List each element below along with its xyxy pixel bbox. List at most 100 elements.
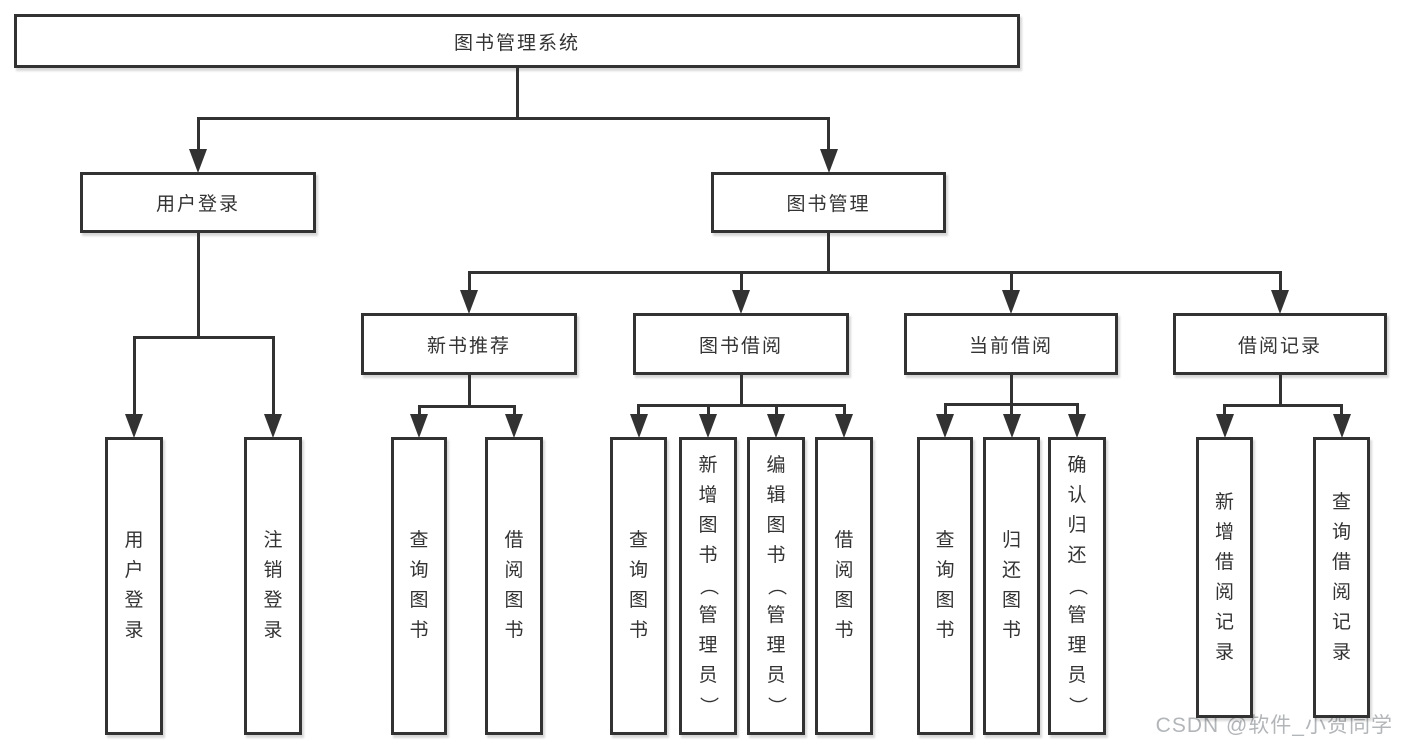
vertical-label-char: 新	[698, 455, 718, 476]
vertical-label-char: 理	[698, 635, 718, 656]
node-leaf-edit-book: 编辑图书（管理员）	[747, 437, 805, 735]
vertical-label-char: 理	[766, 635, 786, 656]
vertical-label-char: 录	[263, 620, 283, 641]
arrow-down-icon	[699, 414, 717, 438]
connector-line	[132, 337, 136, 419]
vertical-label-char: 增	[1214, 521, 1234, 543]
connector-line	[271, 337, 275, 419]
vertical-label-char: 录	[1331, 641, 1351, 663]
arrow-down-icon	[1271, 290, 1289, 314]
connector-line	[739, 375, 743, 407]
arrow-down-icon	[410, 414, 428, 438]
vertical-label-char: 书	[935, 620, 955, 641]
arrow-down-icon	[1002, 290, 1020, 314]
connector-line	[1010, 404, 1013, 419]
arrow-down-icon	[264, 414, 282, 438]
vertical-label-char: 编	[766, 455, 786, 476]
vertical-label-char: 询	[409, 560, 429, 581]
vertical-label-char: 书	[628, 620, 648, 641]
node-leaf-query-book-3: 查询图书	[917, 437, 973, 735]
connector-line	[1223, 405, 1226, 419]
vertical-label-char: 查	[935, 530, 955, 551]
vertical-label-char: 辑	[766, 485, 786, 506]
vertical-label-char: 图	[766, 515, 786, 536]
vertical-label-char: 阅	[834, 560, 854, 581]
connector-line	[515, 68, 519, 120]
vertical-label-char: 书	[409, 620, 429, 641]
connector-line	[512, 406, 516, 419]
node-book-mgmt: 图书管理	[711, 172, 946, 233]
connector-line	[467, 270, 1282, 274]
node-leaf-query-record: 查询借阅记录	[1313, 437, 1370, 718]
vertical-label-char: 阅	[1214, 581, 1234, 603]
vertical-label-char: 查	[628, 530, 648, 551]
arrow-down-icon	[460, 290, 478, 314]
node-leaf-borrow-book-2: 借阅图书	[815, 437, 873, 735]
vertical-label-char: ）	[1066, 696, 1088, 716]
vertical-label-char: 员	[1067, 665, 1087, 686]
connector-line	[1340, 405, 1343, 419]
vertical-label-char: 登	[124, 590, 144, 611]
connector-line	[1075, 404, 1079, 419]
connector-line	[196, 233, 200, 339]
connector-line	[1009, 272, 1013, 295]
vertical-label-char: 借	[834, 530, 854, 551]
connector-line	[827, 118, 830, 154]
vertical-label-char: 录	[124, 620, 144, 641]
vertical-label-char: 图	[409, 590, 429, 611]
connector-line	[196, 118, 200, 154]
node-borrow-records: 借阅记录	[1173, 313, 1387, 375]
vertical-label-char: 记	[1331, 611, 1351, 633]
vertical-label-char: 还	[1067, 545, 1087, 566]
connector-line	[842, 405, 846, 419]
vertical-label-char: ）	[697, 696, 719, 716]
connector-line	[417, 406, 421, 419]
vertical-label-char: 管	[698, 605, 718, 626]
vertical-label-char: 新	[1214, 491, 1234, 513]
vertical-label-char: 员	[766, 665, 786, 686]
arrow-down-icon	[629, 414, 648, 438]
vertical-label-char: 管	[1067, 605, 1087, 626]
vertical-label-char: 图	[834, 590, 854, 611]
connector-line	[943, 404, 947, 419]
vertical-label-char: 确	[1067, 455, 1087, 476]
watermark: CSDN @软件_小贺同学	[1155, 714, 1393, 737]
vertical-label-char: 归	[1001, 530, 1021, 551]
node-leaf-return-book: 归还图书	[983, 437, 1040, 735]
connector-line	[1223, 403, 1343, 407]
vertical-label-char: ）	[765, 696, 787, 716]
arrow-down-icon	[819, 149, 838, 173]
vertical-label-char: 登	[263, 590, 283, 611]
vertical-label-char: 用	[124, 530, 144, 551]
arrow-down-icon	[125, 414, 143, 438]
vertical-label-char: 还	[1001, 560, 1021, 581]
vertical-label-char: 询	[1331, 521, 1351, 543]
vertical-label-char: 图	[628, 590, 648, 611]
vertical-label-char: 归	[1067, 515, 1087, 536]
connector-line	[417, 404, 516, 408]
vertical-label-char: 户	[124, 560, 144, 581]
node-leaf-add-book: 新增图书（管理员）	[679, 437, 737, 735]
connector-line	[1278, 375, 1282, 407]
vertical-label-char: 询	[935, 560, 955, 581]
vertical-label-char: 书	[698, 545, 718, 566]
connector-line	[637, 405, 640, 419]
vertical-label-char: 借	[1331, 551, 1351, 573]
vertical-label-char: 查	[409, 530, 429, 551]
arrow-down-icon	[1002, 414, 1021, 438]
vertical-label-char: （	[1066, 576, 1088, 596]
vertical-label-char: 图	[935, 590, 955, 611]
vertical-label-char: 员	[698, 665, 718, 686]
connector-line	[467, 375, 471, 408]
vertical-label-char: 查	[1331, 491, 1351, 513]
vertical-label-char: 阅	[1331, 581, 1351, 603]
connector-line	[637, 403, 846, 407]
arrow-down-icon	[505, 414, 523, 438]
vertical-label-char: 书	[504, 620, 524, 641]
vertical-label-char: 注	[263, 530, 283, 551]
connector-line	[1009, 375, 1013, 406]
vertical-label-char: 图	[698, 515, 718, 536]
vertical-label-char: 认	[1067, 485, 1087, 506]
node-leaf-query-book-2: 查询图书	[610, 437, 667, 735]
